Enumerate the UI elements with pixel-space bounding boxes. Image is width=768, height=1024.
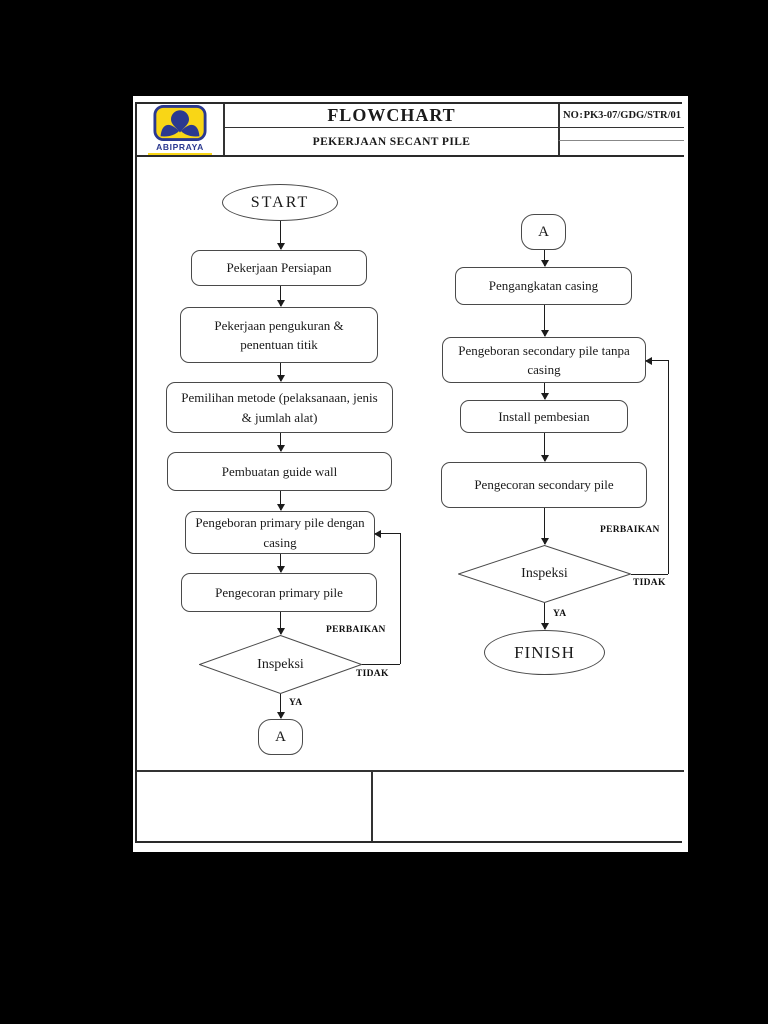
- node-guide-wall: Pembuatan guide wall: [167, 452, 392, 491]
- node-finish: FINISH: [484, 630, 605, 675]
- loop-arrow: [374, 530, 400, 538]
- doc-number-label: NO: [563, 110, 579, 121]
- loop-line: [362, 664, 400, 665]
- loop-line: [631, 574, 668, 575]
- flow-arrow: [277, 363, 285, 382]
- node-label: Inspeksi: [521, 566, 568, 581]
- flow-arrow: [541, 250, 549, 267]
- edge-label-tidak: TIDAK: [633, 578, 666, 588]
- flow-arrow: [541, 508, 549, 545]
- flow-arrow: [277, 286, 285, 307]
- node-label: Install pembesian: [498, 408, 590, 424]
- abipraya-logo-icon: [153, 104, 207, 141]
- edge-label-ya: YA: [553, 609, 567, 619]
- node-label: Pengeboran secondary pile tanpa casing: [458, 342, 630, 378]
- flow-arrow: [277, 221, 285, 250]
- node-install-pembesian: Install pembesian: [460, 400, 628, 433]
- node-pengecoran-primary: Pengecoran primary pile: [181, 573, 377, 612]
- node-label: Pengecoran primary pile: [215, 584, 343, 600]
- flow-arrow: [541, 603, 549, 630]
- brand-name: ABIPRAYA: [156, 141, 204, 152]
- page-title: FLOWCHART: [327, 105, 456, 125]
- node-label: Pembuatan guide wall: [221, 463, 338, 479]
- doc-number-separator: :: [579, 110, 583, 121]
- node-label: A: [275, 728, 286, 745]
- doc-number-value: PK3-07/GDG/STR/01: [583, 110, 681, 121]
- flow-arrow: [277, 612, 285, 635]
- flow-arrow: [277, 694, 285, 719]
- footer-left-cell: [137, 772, 373, 841]
- node-pemilihan-metode: Pemilihan metode (pelaksanaan, jenis & j…: [166, 382, 393, 433]
- header-subtitle-cell: PEKERJAAN SECANT PILE: [225, 128, 558, 155]
- edge-label-ya: YA: [289, 698, 303, 708]
- node-pengangkatan-casing: Pengangkatan casing: [455, 267, 632, 305]
- doc-number-cell: NO : PK3-07/GDG/STR/01: [558, 104, 684, 128]
- header-divider: [137, 155, 684, 157]
- edge-label-perbaikan: PERBAIKAN: [326, 625, 386, 635]
- header-title-cell: FLOWCHART: [225, 104, 558, 128]
- brand-underline: [148, 152, 212, 155]
- document-frame: ABIPRAYA FLOWCHART PEKERJAAN SECANT PILE…: [135, 102, 684, 843]
- company-logo: ABIPRAYA: [137, 104, 225, 155]
- flow-arrow: [277, 554, 285, 573]
- node-start: START: [222, 184, 338, 221]
- loop-line: [668, 360, 669, 574]
- flow-arrow: [541, 305, 549, 337]
- flow-arrow: [277, 433, 285, 452]
- node-finish-label: FINISH: [514, 642, 575, 662]
- node-inspeksi-secondary: Inspeksi: [458, 545, 631, 603]
- diamond-shape: [199, 635, 362, 694]
- node-label: Pekerjaan Persiapan: [226, 260, 332, 276]
- node-pengeboran-secondary: Pengeboran secondary pile tanpa casing: [442, 337, 646, 383]
- edge-label-perbaikan: PERBAIKAN: [600, 525, 660, 535]
- node-label: Pengecoran secondary pile: [474, 477, 614, 493]
- doc-number-empty-row: [558, 128, 684, 141]
- node-label: Pengeboran primary pile dengan casing: [195, 515, 365, 550]
- flow-arrow: [541, 383, 549, 400]
- node-label: Pengangkatan casing: [488, 278, 599, 294]
- flowchart-canvas: START Pekerjaan Persiapan Pekerjaan peng…: [137, 157, 684, 770]
- loop-arrow: [645, 357, 668, 365]
- node-connector-a-in: A: [521, 214, 566, 250]
- node-pengukuran-titik: Pekerjaan pengukuran & penentuan titik: [180, 307, 378, 363]
- node-label: Pekerjaan pengukuran & penentuan titik: [214, 317, 344, 353]
- node-inspeksi-primary: Inspeksi: [199, 635, 362, 694]
- diamond-shape: [458, 545, 631, 603]
- node-label: Pemilihan metode (pelaksanaan, jenis & j…: [181, 390, 378, 425]
- doc-number-empty-row: [558, 141, 684, 155]
- page-subtitle: PEKERJAAN SECANT PILE: [312, 135, 471, 148]
- node-start-label: START: [250, 193, 310, 211]
- node-pengeboran-primary: Pengeboran primary pile dengan casing: [185, 511, 375, 554]
- edge-label-tidak: TIDAK: [356, 669, 389, 679]
- flow-arrow: [541, 433, 549, 462]
- node-connector-a-out: A: [258, 719, 303, 755]
- document-page: ABIPRAYA FLOWCHART PEKERJAAN SECANT PILE…: [133, 96, 688, 852]
- footer-divider: [137, 770, 684, 772]
- node-label: A: [538, 223, 549, 240]
- flow-arrow: [277, 491, 285, 511]
- footer-right-cell: [375, 772, 684, 841]
- loop-line: [400, 533, 401, 664]
- node-pengecoran-secondary: Pengecoran secondary pile: [441, 462, 647, 508]
- node-label: Inspeksi: [257, 656, 304, 672]
- node-pekerjaan-persiapan: Pekerjaan Persiapan: [191, 250, 367, 286]
